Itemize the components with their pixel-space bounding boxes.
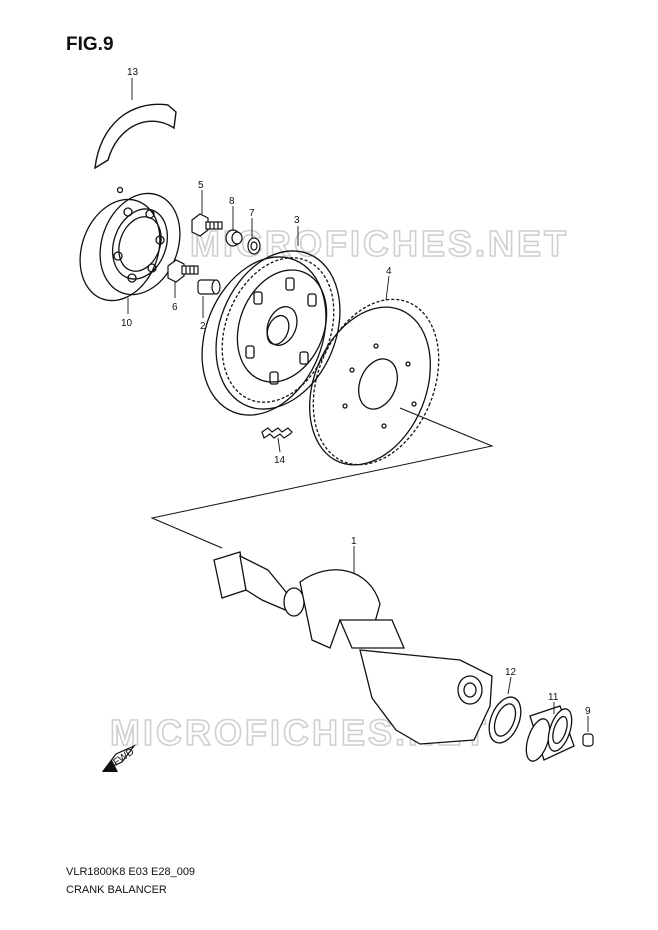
assembly-lines — [150, 407, 494, 549]
part-14-spring — [261, 427, 293, 439]
part-4-driven-gear — [309, 298, 440, 466]
callout-9: 9 — [585, 706, 591, 717]
part-12-oil-seal — [488, 696, 522, 744]
part-2-collar — [197, 279, 221, 295]
callout-1: 1 — [351, 536, 357, 547]
callout-5: 5 — [198, 180, 204, 191]
part-10-bearing — [79, 186, 181, 302]
callout-11: 11 — [548, 692, 559, 703]
callout-13: 13 — [127, 67, 139, 78]
part-1-balancer-shaft — [213, 551, 493, 745]
part-13-circlip — [94, 103, 177, 170]
callout-6: 6 — [172, 302, 178, 313]
watermark-top: MICROFICHES.NET — [190, 223, 569, 264]
diagram-caption: CRANK BALANCER — [66, 884, 167, 896]
callout-14: 14 — [274, 455, 286, 466]
part-11-needle-bearing — [525, 705, 575, 762]
part-6-bolt — [167, 259, 199, 283]
callout-7: 7 — [249, 208, 255, 219]
part-8-collar — [225, 229, 243, 247]
callout-10: 10 — [121, 318, 133, 329]
callout-leaders — [127, 78, 589, 732]
callout-3: 3 — [294, 215, 300, 226]
figure-title: FIG.9 — [66, 34, 114, 55]
callout-2: 2 — [200, 321, 206, 332]
diagram-code: VLR1800K8 E03 E28_009 — [66, 866, 196, 878]
callout-8: 8 — [229, 196, 235, 207]
callout-4: 4 — [386, 266, 392, 277]
part-9-dowel-pin — [582, 733, 594, 747]
callout-12: 12 — [505, 667, 517, 678]
part-5-bolt — [191, 213, 223, 237]
part-7-washer — [247, 237, 261, 255]
